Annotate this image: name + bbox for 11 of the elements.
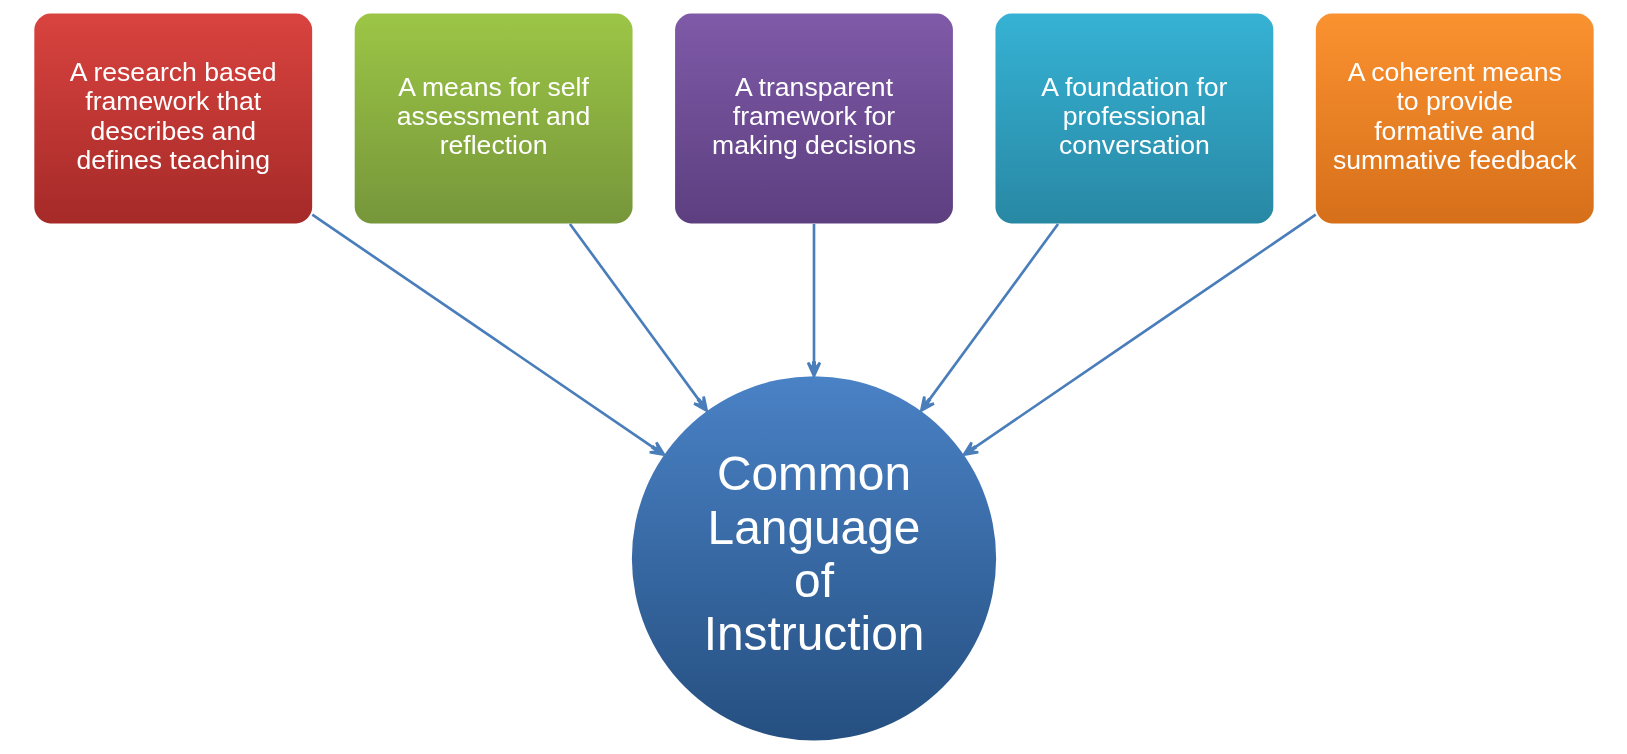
node-circle: Common Language of Instruction bbox=[631, 376, 996, 741]
arrow bbox=[568, 223, 708, 413]
node-box: A means for self assessment and reflection bbox=[354, 13, 633, 224]
node-box: A research based framework that describes and defines teaching bbox=[33, 13, 312, 224]
arrow bbox=[962, 213, 1316, 457]
arrow bbox=[919, 223, 1059, 413]
node-box: A transparent framework for making decisions bbox=[674, 13, 953, 224]
node-box: A foundation for professional conversation bbox=[994, 13, 1273, 224]
node-box: A coherent means to provide formative and summative feedback bbox=[1315, 13, 1594, 224]
arrow bbox=[311, 213, 665, 457]
arrow bbox=[806, 223, 821, 378]
